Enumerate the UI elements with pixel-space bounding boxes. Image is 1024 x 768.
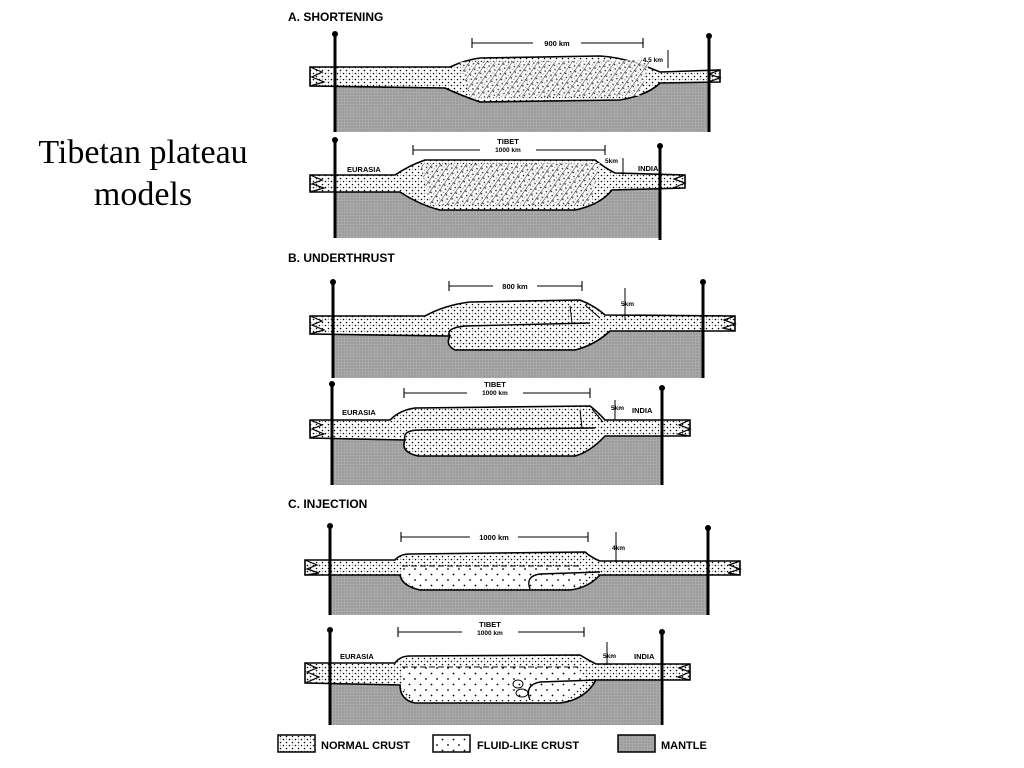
region-label: TIBET (479, 620, 501, 629)
legend-normal-swatch (277, 734, 316, 753)
width-label: 1000 km (482, 390, 508, 397)
section-a-title: A. SHORTENING (288, 10, 383, 24)
slide-title: Tibetan plateau models (18, 132, 268, 216)
legend: NORMAL CRUST FLUID-LIKE CRUST MANTLE (277, 734, 707, 753)
section-a-bottom-diagram: TIBET 1000 km EURASIA INDIA 5km (309, 137, 687, 240)
section-a-top-diagram: 900 km 4.5 km (309, 31, 722, 132)
width-label: 1000 km (495, 147, 521, 154)
region-label: TIBET (484, 380, 506, 389)
slide-title-line2: models (93, 176, 193, 213)
width-label: 1000 km (479, 533, 509, 542)
section-c-bottom-diagram: TIBET 1000 km EURASIA INDIA 5km (304, 619, 692, 725)
legend-fluid-label: FLUID-LIKE CRUST (477, 740, 579, 752)
legend-mantle-swatch (617, 734, 656, 753)
fluid-crust (402, 566, 590, 588)
eurasia-label: EURASIA (347, 165, 381, 174)
section-c-title: C. INJECTION (288, 497, 367, 511)
width-label: 900 km (544, 39, 570, 48)
legend-normal-label: NORMAL CRUST (321, 740, 410, 752)
section-c-top-diagram: 1000 km 4km (304, 523, 742, 615)
section-b-top-diagram: 800 km 5km (309, 279, 737, 378)
thrust-fabric (460, 60, 650, 98)
underthrust-boundary (448, 322, 591, 337)
width-label: 800 km (502, 282, 528, 291)
thickness-label: 5km (603, 653, 616, 660)
india-label: INDIA (638, 164, 659, 173)
slide-title-line1: Tibetan plateau (38, 134, 248, 171)
eurasia-label: EURASIA (342, 408, 376, 417)
india-label: INDIA (634, 652, 655, 661)
section-b-bottom-diagram: TIBET 1000 km EURASIA INDIA 5km (309, 379, 692, 485)
eurasia-label: EURASIA (340, 652, 374, 661)
thickness-label: 5km (621, 301, 634, 308)
width-label: 1000 km (477, 630, 503, 637)
legend-mantle-label: MANTLE (661, 740, 707, 752)
section-b-title: B. UNDERTHRUST (288, 251, 395, 265)
india-label: INDIA (632, 406, 653, 415)
thickness-label: 5km (605, 158, 618, 165)
legend-fluid-swatch (432, 734, 471, 753)
thickness-label: 5km (611, 405, 624, 412)
thickness-label: 4.5 km (643, 57, 663, 64)
underthrust-boundary (403, 427, 596, 441)
thickness-label: 4km (612, 545, 625, 552)
thrust-fabric (420, 163, 600, 205)
fluid-crust (402, 667, 585, 700)
region-label: TIBET (497, 137, 519, 146)
